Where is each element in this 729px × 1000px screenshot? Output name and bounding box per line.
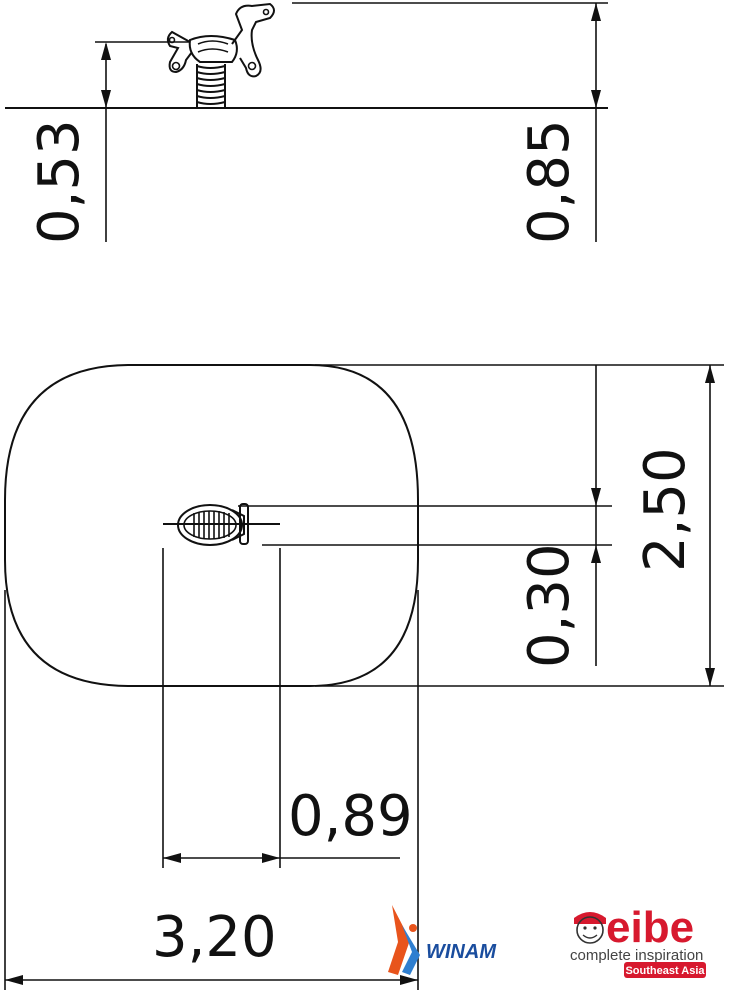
winam-logo: WINAM bbox=[388, 905, 497, 975]
spring-rider-side-icon bbox=[166, 2, 275, 107]
dim-height-total: 0,85 bbox=[517, 119, 582, 244]
eibe-region: Southeast Asia bbox=[625, 965, 705, 977]
eibe-brand: eibe bbox=[606, 903, 694, 952]
winam-logo-text: WINAM bbox=[426, 941, 497, 963]
eibe-tagline: complete inspiration bbox=[570, 947, 703, 964]
plan-view: 0,30 2,50 0,89 3,20 bbox=[4, 364, 724, 990]
dim-width-equipment: 0,30 bbox=[517, 543, 582, 668]
dim-length-equipment: 0,89 bbox=[288, 784, 413, 849]
side-elevation: 0,53 0,85 bbox=[5, 2, 608, 244]
dim-length-area: 3,20 bbox=[152, 905, 277, 970]
dim-width-area: 2,50 bbox=[633, 447, 698, 572]
eibe-logo: eibe complete inspiration Southeast Asia bbox=[570, 903, 706, 978]
eibe-face-icon bbox=[574, 912, 606, 944]
eibe-region-badge bbox=[624, 962, 706, 978]
safety-area-outline bbox=[4, 364, 419, 687]
spring-rider-top-icon bbox=[163, 503, 280, 546]
dim-height-seat: 0,53 bbox=[27, 119, 92, 244]
